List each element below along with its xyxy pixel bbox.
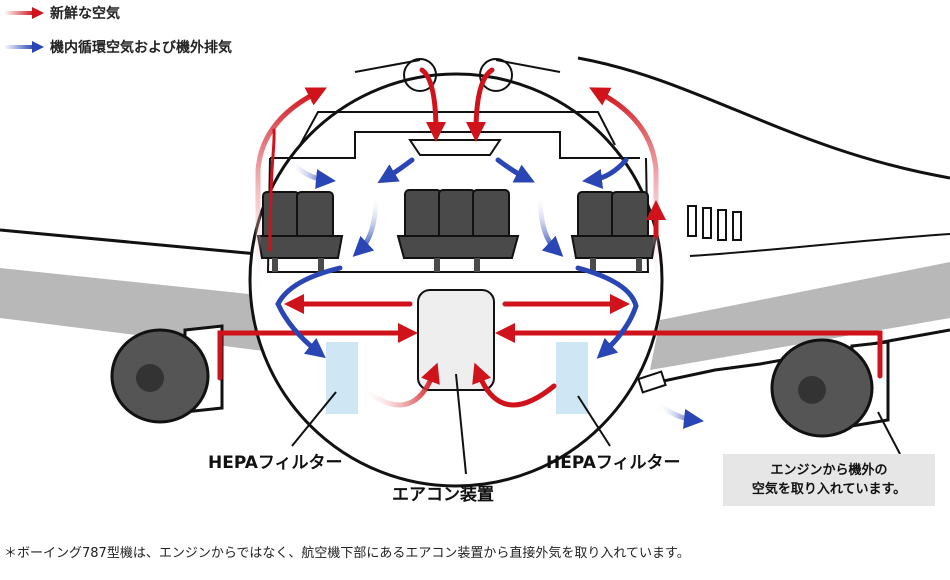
engine-note-line2: 空気を取り入れています。: [751, 482, 907, 497]
legend-fresh-air-label: 新鮮な空気: [50, 6, 120, 22]
right-wing: [650, 262, 950, 370]
blue-arrow-icon: [4, 41, 44, 53]
hepa-filter-right-label: HEPAフィルター: [546, 453, 681, 473]
air-conditioner-label: エアコン装置: [392, 485, 494, 505]
footnote: ＊ボーイング787型機は、エンジンからではなく、航空機下部にあるエアコン装置から…: [4, 546, 690, 561]
ceiling-vents: [354, 58, 561, 92]
legend-recirculated-air-label: 機内循環空気および機外排気: [50, 40, 232, 56]
recirculated-air-arrows: [275, 157, 704, 429]
engine-note-line1: エンジンから機外の: [770, 463, 888, 478]
hepa-filter-left: [326, 342, 358, 414]
seats-center: [396, 189, 520, 272]
label-pointers: [291, 373, 901, 475]
seats-right: [570, 191, 658, 272]
fresh-air-arrows: [217, 67, 883, 408]
engine-intake-callout: エンジンから機外の 空気を取り入れています。: [723, 454, 935, 506]
legend-fresh-air: 新鮮な空気: [4, 3, 120, 23]
hepa-filter-left-label: HEPAフィルター: [208, 453, 343, 473]
red-arrow-icon: [4, 7, 44, 19]
cabin-cross-section: [248, 72, 664, 488]
left-engine: [110, 324, 224, 424]
seats-left: [256, 191, 344, 272]
fuselage-windows: [687, 205, 742, 241]
right-engine: [770, 338, 890, 438]
legend-recirculated-air: 機内循環空気および機外排気: [4, 37, 232, 57]
